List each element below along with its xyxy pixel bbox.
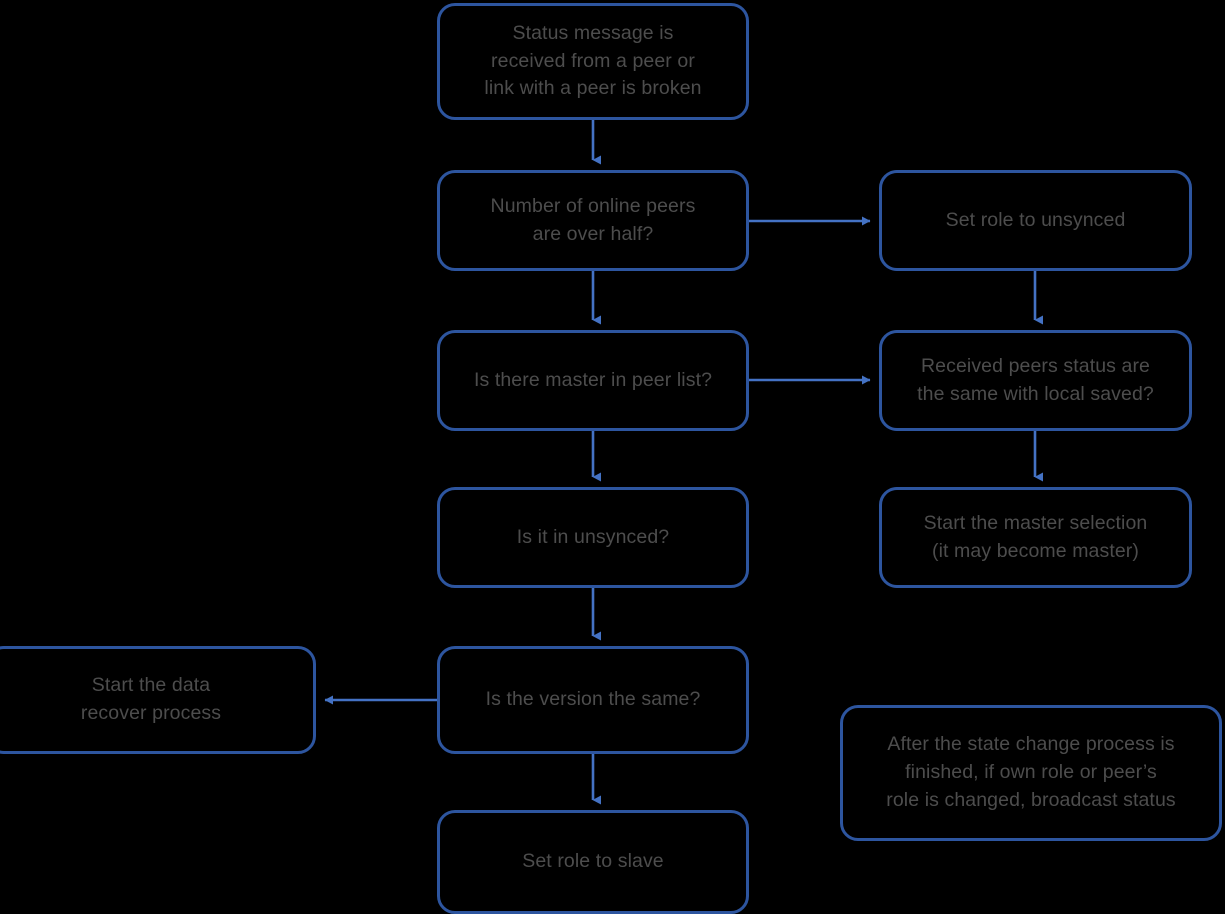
node-received-peers-status-same[interactable]: Received peers status are the same with … [879,330,1192,431]
node-label: Set role to unsynced [945,208,1126,231]
node-set-role-to-unsynced[interactable]: Set role to unsynced [879,170,1192,271]
node-label: After the state change process is finish… [886,733,1176,811]
node-label: Is it in unsynced? [516,525,670,548]
node-status-message-received[interactable]: Status message is received from a peer o… [437,3,749,120]
node-is-version-the-same[interactable]: Is the version the same? [437,646,749,754]
node-broadcast-status-note[interactable]: After the state change process is finish… [840,705,1222,841]
node-online-peers-over-half[interactable]: Number of online peers are over half? [437,170,749,271]
node-label: Is the version the same? [485,688,701,711]
node-label: Number of online peers are over half? [490,194,696,245]
node-label: Is there master in peer list? [473,368,713,391]
node-label: Received peers status are the same with … [917,354,1154,405]
node-set-role-to-slave[interactable]: Set role to slave [437,810,749,914]
node-master-in-peer-list[interactable]: Is there master in peer list? [437,330,749,431]
node-start-master-selection[interactable]: Start the master selection (it may becom… [879,487,1192,588]
node-label: Start the master selection (it may becom… [923,511,1148,562]
node-label: Set role to slave [522,850,664,873]
node-label: Start the data recover process [80,674,222,724]
node-label: Status message is received from a peer o… [484,21,702,100]
node-start-data-recover[interactable]: Start the data recover process [0,646,316,754]
node-is-it-in-unsynced[interactable]: Is it in unsynced? [437,487,749,588]
